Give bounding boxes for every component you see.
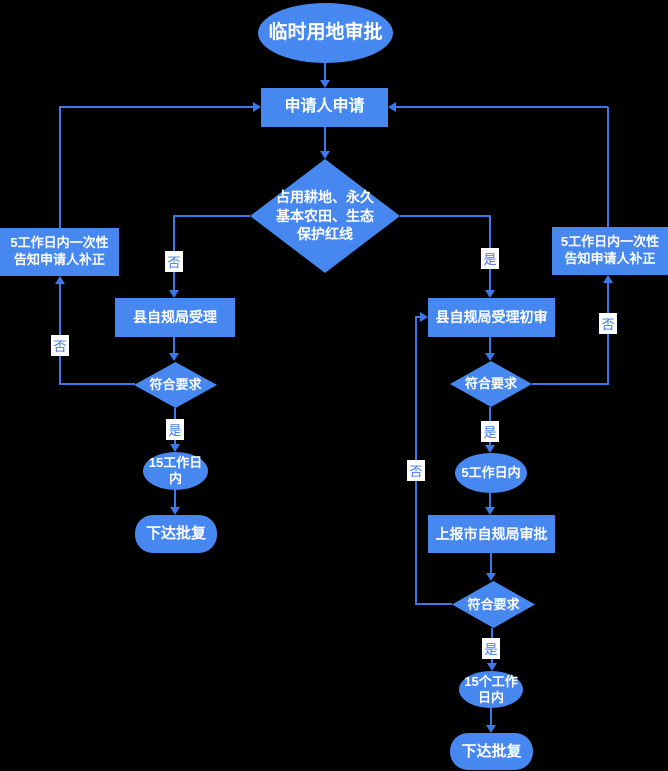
node-decision-redline: 占用耕地、永久 基本农田、生态 保护红线 [250,159,400,273]
node-decision-meets-req-1: 符合要求 [134,362,217,408]
node-within-5-workdays: 5工作日内 [455,453,527,493]
arrowhead-down [485,507,495,515]
edge-start-apply [324,63,326,81]
arrowhead-down [486,573,496,581]
edge-decision-county-accept-h [174,215,250,217]
edge-notify-left-apply-h [59,106,253,108]
edge-report-check3 [490,553,492,574]
edge-label-no: 否 [407,460,425,481]
node-notify-correction-right: 5工作日内一次性 告知申请人补正 [552,227,668,275]
arrowhead-down [485,445,495,453]
arrowhead-up [603,275,613,283]
edge-decision-preliminary-h [400,215,490,217]
arrowhead-down [320,80,330,88]
edge-check1-notify-v [59,284,61,384]
node-start-terminal: 临时用地审批 [258,3,393,63]
node-within-15-working-days: 15个工作 日内 [459,671,523,708]
node-within-15-workdays: 15工作日 内 [143,452,208,490]
edge-label-no: 否 [165,251,183,272]
edge-check3-preliminary-h1 [415,603,452,605]
arrowhead-down [485,353,495,361]
node-decision-meets-req-2: 符合要求 [450,361,532,407]
node-county-bureau-preliminary: 县自规局受理初审 [428,298,555,337]
node-report-city-bureau: 上报市自规局审批 [428,515,555,553]
edge-label-yes: 是 [166,419,184,440]
edge-days15-issue [174,490,176,508]
arrowhead-down [485,290,495,298]
edge-check1-notify-h [59,383,135,385]
edge-county-accept-check1 [173,337,175,355]
edge-label-no: 否 [51,335,69,356]
edge-notify-right-apply-v [607,107,609,227]
edge-days5-report [489,493,491,508]
arrowhead-down [170,507,180,515]
node-decision-meets-req-1-label: 符合要求 [149,377,202,393]
arrowhead-down [486,725,496,733]
arrowhead-up [55,276,65,284]
edge-label-yes: 是 [481,421,499,442]
node-issue-approval-left: 下达批复 [135,515,217,553]
arrowhead-down [170,444,180,452]
arrowhead-down [169,353,179,361]
edge-notify-right-apply-h [396,106,608,108]
edge-label-yes: 是 [482,638,500,659]
arrowhead-left [388,102,396,112]
edge-label-no: 否 [599,313,617,334]
node-decision-meets-req-2-label: 符合要求 [464,376,517,392]
node-county-bureau-accept: 县自规局受理 [115,298,235,337]
edge-apply-decision [324,127,326,151]
node-decision-meets-req-3-label: 符合要求 [467,596,520,612]
edge-label-yes: 是 [481,248,499,269]
edge-preliminary-check2 [489,337,491,354]
node-notify-correction-left: 5工作日内一次性 告知申请人补正 [0,228,119,276]
arrowhead-down [320,151,330,159]
node-issue-approval-right: 下达批复 [450,733,533,770]
arrowhead-down [169,290,179,298]
arrowhead-right [253,102,261,112]
node-decision-meets-req-3: 符合要求 [452,581,535,628]
node-decision-redline-label: 占用耕地、永久 基本农田、生态 保护红线 [276,188,374,243]
arrowhead-right [420,312,428,322]
edge-notify-left-apply-v [59,107,61,228]
edge-check2-notify-h [532,383,609,385]
arrowhead-down [487,663,497,671]
node-applicant-apply: 申请人申请 [261,88,388,127]
edge-check3-preliminary-h2 [415,316,421,318]
edge-days15b-issue [490,708,492,726]
